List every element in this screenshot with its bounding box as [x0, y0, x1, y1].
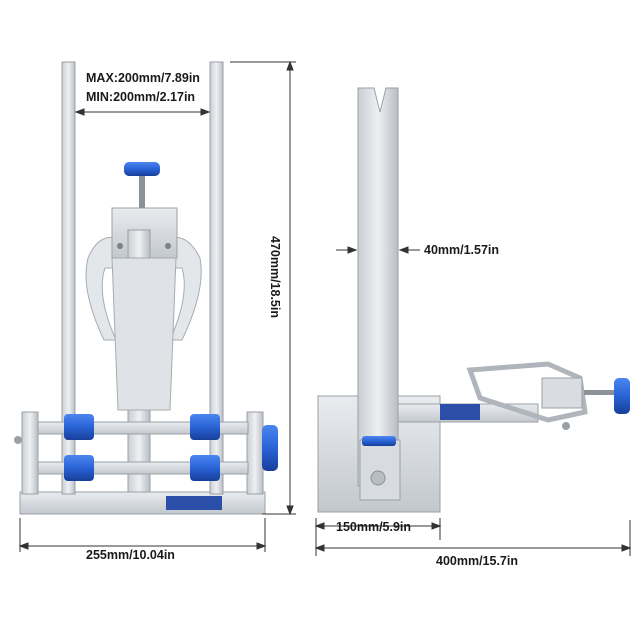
front-view-stand [14, 61, 278, 515]
dimension-lines [18, 60, 632, 556]
side-view-knob [614, 378, 630, 414]
side-caliper [466, 361, 588, 423]
upright-width-label: 40mm/1.57in [424, 243, 500, 257]
total-depth-label: 400mm/15.7in [436, 554, 518, 568]
side-view-stand [317, 87, 630, 513]
side-knob [262, 425, 278, 471]
side-base-width-label: 150mm/5.9in [336, 520, 412, 534]
front-label-strip [166, 496, 222, 510]
min-width-label: MIN:200mm/2.17in [86, 90, 196, 104]
left-upright [61, 61, 76, 495]
top-knob [124, 162, 160, 176]
side-upright [357, 87, 399, 487]
front-base-width-label: 255mm/10.04in [86, 548, 175, 562]
height-label: 470mm/18.5in [268, 236, 282, 318]
front-base-plate [19, 491, 266, 515]
right-upright [209, 61, 224, 495]
max-width-label: MAX:200mm/7.89in [86, 71, 200, 85]
